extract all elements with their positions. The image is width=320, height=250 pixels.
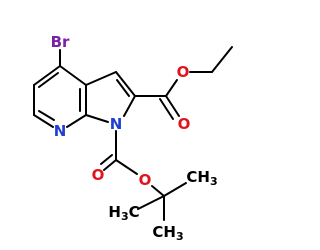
bond-c3a-c3: [85, 71, 117, 86]
atom-ch3-bottom: CH3: [152, 223, 183, 243]
bond-c6-n7: [33, 114, 54, 128]
ch3-bottom-subscript: 3: [176, 230, 184, 243]
molecule-canvas: Br N N O O O O H3C CH3 CH3: [33, 33, 233, 243]
atom-n-pyrrole: N: [110, 115, 123, 133]
bond-n7-c7a: [66, 114, 87, 128]
bond-c6-n7-inner: [38, 110, 55, 121]
atom-ch3-right: CH3: [186, 168, 217, 188]
ch3-right-ch: CH: [186, 168, 210, 186]
atom-o-boc-carbonyl: O: [92, 166, 105, 184]
atom-n-pyridine: N: [54, 122, 67, 140]
atom-o-boc-ether: O: [139, 171, 152, 189]
bond-cquat-ch3-right: [163, 182, 187, 197]
bond-c3-c2: [115, 71, 136, 97]
atom-label-layer: Br N N O O O O H3C CH3 CH3: [51, 33, 218, 243]
bond-c4-c5-inner: [38, 72, 59, 88]
atom-o-ester-ether: O: [177, 63, 190, 81]
atom-o-ester-carbonyl: O: [178, 115, 191, 133]
atom-br: Br: [51, 33, 70, 51]
bond-ch2-ch3: [211, 46, 233, 73]
atom-ch3-left: H3C: [108, 203, 139, 223]
bond-cester-oether: [165, 79, 178, 97]
ch3-right-subscript: 3: [210, 175, 218, 188]
bond-cboc-oether: [115, 159, 138, 175]
bond-oether-cquat: [151, 185, 165, 197]
bond-layer: [33, 46, 233, 221]
bond-cquat-ch3-left: [137, 195, 165, 210]
ch3-left-c: C: [129, 203, 140, 221]
bond-cester-ocarbonyl-inner: [159, 98, 174, 120]
ch3-bottom-ch: CH: [152, 223, 176, 241]
bond-n1-c7a: [85, 114, 109, 123]
bond-cboc-ocarbonyl: [103, 159, 117, 171]
ch3-left-subscript: 3: [121, 210, 129, 223]
bond-cboc-ocarbonyl-inner: [100, 154, 113, 165]
bond-c4-c5: [33, 65, 61, 86]
bond-c2-n1: [123, 95, 136, 117]
bond-c4-c3a: [59, 65, 87, 86]
structure-diagram: Br N N O O O O H3C CH3 CH3: [33, 33, 233, 243]
ch3-left-h: H: [108, 203, 121, 221]
bond-cester-ocarbonyl: [165, 95, 180, 117]
bond-c3-c2-inner: [116, 79, 130, 97]
